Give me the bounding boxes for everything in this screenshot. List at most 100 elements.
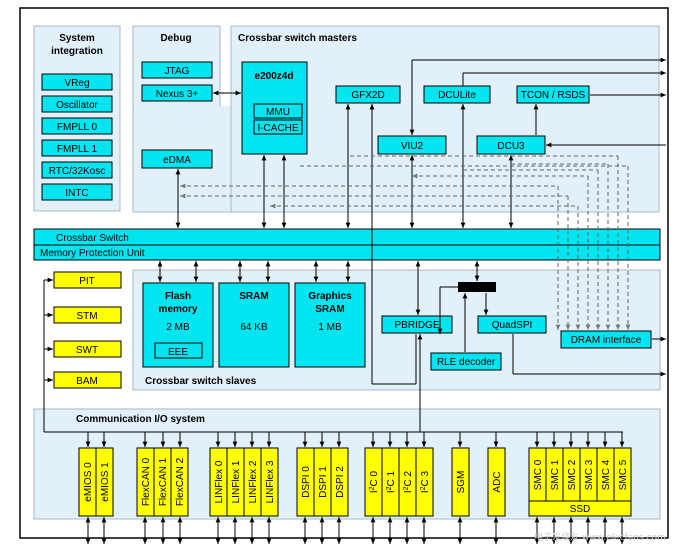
smc-label: SMC 2 bbox=[567, 459, 578, 490]
svg-text:SRAM: SRAM bbox=[315, 304, 344, 315]
i2c-label: I2C 3 bbox=[420, 470, 431, 493]
svg-text:SWT: SWT bbox=[76, 345, 98, 356]
eee-label: EEE bbox=[168, 347, 188, 358]
emios-label: eMIOS 0 bbox=[83, 462, 94, 502]
smc-label: SMC 4 bbox=[601, 459, 612, 490]
svg-text:DCU3: DCU3 bbox=[497, 141, 525, 152]
bam-block: BAM bbox=[53, 371, 122, 389]
debug-title: Debug bbox=[160, 33, 191, 44]
smc-label: SMC 5 bbox=[618, 459, 629, 490]
svg-text:VIU2: VIU2 bbox=[401, 141, 424, 152]
svg-text:memory: memory bbox=[159, 304, 198, 315]
svg-text:64 KB: 64 KB bbox=[240, 322, 268, 333]
adc-block: ADC bbox=[487, 447, 506, 517]
svg-text:PIT: PIT bbox=[79, 276, 95, 287]
svg-text:DCULite: DCULite bbox=[438, 90, 476, 101]
smc-label: SMC 1 bbox=[550, 459, 561, 490]
linflex-label: LINFlex 2 bbox=[248, 460, 259, 503]
svg-text:BAM: BAM bbox=[76, 376, 98, 387]
dspi-label: DSPI 0 bbox=[301, 466, 312, 498]
linflex-label: LINFlex 0 bbox=[214, 460, 225, 503]
svg-text:Oscillator: Oscillator bbox=[56, 100, 98, 111]
ssd-block bbox=[528, 500, 632, 517]
sysint-item: RTC/32Kosc bbox=[41, 161, 113, 179]
dculite-block: DCULite bbox=[423, 85, 491, 104]
flexcan-label: FlexCAN 1 bbox=[158, 457, 169, 506]
sysint-item: FMPLL 1 bbox=[41, 139, 113, 157]
linflex-group: LINFlex 0 LINFlex 1 LINFlex 2 LINFlex 3 bbox=[209, 447, 279, 517]
svg-text:eDMA: eDMA bbox=[163, 155, 191, 166]
svg-text:2 MB: 2 MB bbox=[166, 322, 190, 333]
svg-text:TCON / RSDS: TCON / RSDS bbox=[521, 90, 586, 101]
crossbar-switch: Crossbar Switch Memory Protection Unit bbox=[33, 228, 661, 261]
timer-blocks: PIT STM SWT BAM bbox=[53, 271, 122, 389]
i2c-label: I2C 0 bbox=[369, 470, 380, 493]
flexcan-group: FlexCAN 0 FlexCAN 1 FlexCAN 2 bbox=[136, 447, 189, 517]
smc-group: SMC 0 SMC 1 SMC 2 SMC 3 SMC 4 SMC 5 SSD bbox=[528, 447, 632, 517]
smc-label: SMC 0 bbox=[533, 459, 544, 490]
svg-text:1 MB: 1 MB bbox=[318, 322, 342, 333]
e200z4d-core: e200z4d MMU I-CACHE bbox=[241, 61, 308, 155]
svg-text:Flash: Flash bbox=[165, 291, 191, 302]
svg-text:RLE decoder: RLE decoder bbox=[437, 357, 496, 368]
flexcan-label: FlexCAN 2 bbox=[175, 457, 186, 506]
i2c-label: I2C 2 bbox=[403, 470, 414, 493]
svg-text:ADC: ADC bbox=[492, 471, 503, 492]
sysint-item: FMPLL 0 bbox=[41, 117, 113, 135]
pbridge-block: PBRIDGE bbox=[381, 315, 453, 334]
system-integration-title: integration bbox=[51, 46, 103, 57]
edma-block: eDMA bbox=[141, 149, 213, 169]
stm-block: STM bbox=[53, 306, 122, 324]
ssd-label: SSD bbox=[570, 504, 591, 515]
flexcan-label: FlexCAN 0 bbox=[141, 457, 152, 506]
rle-decoder-block: RLE decoder bbox=[430, 352, 502, 371]
dspi-label: DSPI 2 bbox=[335, 466, 346, 498]
system-integration-panel: System integration VReg Oscillator FMPLL… bbox=[33, 25, 121, 212]
swt-block: SWT bbox=[53, 340, 122, 358]
masters-title: Crossbar switch masters bbox=[238, 33, 357, 44]
mmu-label: MMU bbox=[266, 107, 290, 118]
sysint-item: INTC bbox=[41, 183, 113, 201]
crossbar-switch-label: Crossbar Switch bbox=[56, 233, 129, 244]
svg-text:PBRIDGE: PBRIDGE bbox=[394, 320, 439, 331]
pit-block: PIT bbox=[53, 271, 122, 289]
slaves-title: Crossbar switch slaves bbox=[145, 376, 257, 387]
connection-lines bbox=[43, 57, 666, 544]
dram-interface-block: DRAM interface bbox=[560, 330, 652, 349]
svg-text:STM: STM bbox=[76, 311, 97, 322]
svg-text:SGM: SGM bbox=[456, 471, 467, 494]
emios-label: eMIOS 1 bbox=[100, 462, 111, 502]
dram-dashed-lines bbox=[180, 155, 631, 330]
svg-text:GFX2D: GFX2D bbox=[351, 90, 384, 101]
svg-text:Nexus 3+: Nexus 3+ bbox=[156, 89, 199, 100]
svg-text:INTC: INTC bbox=[65, 188, 88, 199]
svg-text:Graphics: Graphics bbox=[308, 291, 352, 302]
i2c-group: I2C 0 I2C 1 I2C 2 I2C 3 bbox=[364, 447, 434, 517]
svg-text:JTAG: JTAG bbox=[165, 66, 190, 77]
sysint-item: Oscillator bbox=[41, 95, 113, 113]
quadspi-block: QuadSPI bbox=[477, 315, 547, 334]
linflex-label: LINFlex 1 bbox=[231, 460, 242, 503]
dcu3-block: DCU3 bbox=[476, 135, 546, 155]
linflex-label: LINFlex 3 bbox=[265, 460, 276, 503]
system-integration-title: System bbox=[59, 33, 95, 44]
svg-text:DRAM interface: DRAM interface bbox=[571, 335, 642, 346]
smc-label: SMC 3 bbox=[584, 459, 595, 490]
gfx2d-block: GFX2D bbox=[335, 85, 401, 104]
emios-group: eMIOS 0 eMIOS 1 bbox=[78, 447, 114, 517]
svg-text:e200z4d: e200z4d bbox=[255, 71, 294, 82]
svg-text:FMPLL 1: FMPLL 1 bbox=[57, 144, 98, 155]
graphics-sram-block: Graphics SRAM 1 MB bbox=[294, 282, 366, 368]
svg-text:FMPLL 0: FMPLL 0 bbox=[57, 122, 98, 133]
i2c-label: I2C 1 bbox=[386, 470, 397, 493]
mux-bar bbox=[458, 282, 496, 292]
svg-text:RTC/32Kosc: RTC/32Kosc bbox=[49, 166, 106, 177]
sysint-item: VReg bbox=[41, 73, 113, 91]
svg-text:SRAM: SRAM bbox=[239, 291, 268, 302]
jtag-block: JTAG bbox=[141, 61, 213, 79]
sgm-block: SGM bbox=[451, 447, 470, 517]
dspi-label: DSPI 1 bbox=[318, 466, 329, 498]
dspi-group: DSPI 0 DSPI 1 DSPI 2 bbox=[296, 447, 349, 517]
viu2-block: VIU2 bbox=[377, 135, 447, 155]
